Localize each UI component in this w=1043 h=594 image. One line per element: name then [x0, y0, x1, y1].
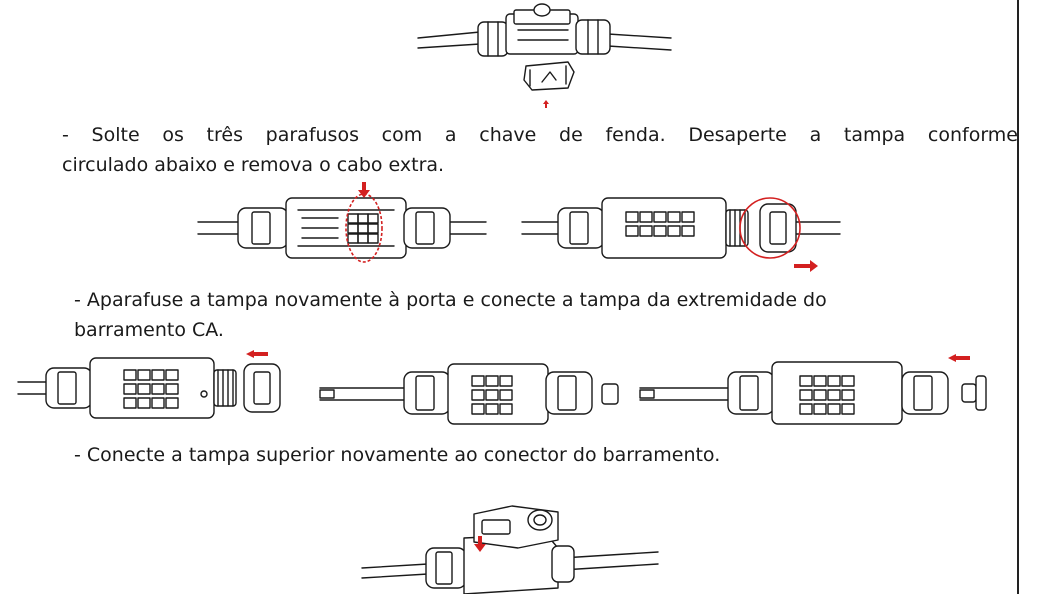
- figure-open-connector-circled: [197, 182, 487, 263]
- instruction-step-1-line-1: - Solte os três parafusos com a chave de…: [62, 124, 1018, 146]
- figure-top-cover-removal: [417, 3, 672, 108]
- page-right-border: [1017, 0, 1019, 594]
- instruction-step-2: - Aparafuse a tampa novamente à porta e …: [74, 285, 974, 345]
- figure-top-cover-reattach: [361, 505, 659, 594]
- instruction-step-2-line-2: barramento CA.: [74, 319, 224, 341]
- figure-cable-inserted: [319, 363, 619, 425]
- instruction-step-1: - Solte os três parafusos com a chave de…: [62, 120, 1018, 180]
- instruction-step-1-line-2: circulado abaixo e remova o cabo extra.: [62, 154, 445, 176]
- figure-endcap-circled: [521, 197, 841, 272]
- instruction-step-2-line-1: - Aparafuse a tampa novamente à porta e …: [74, 289, 827, 311]
- figure-endcap-reattach: [17, 350, 281, 419]
- figure-endcap-attach: [639, 354, 987, 425]
- instruction-step-3: - Conecte a tampa superior novamente ao …: [74, 444, 721, 466]
